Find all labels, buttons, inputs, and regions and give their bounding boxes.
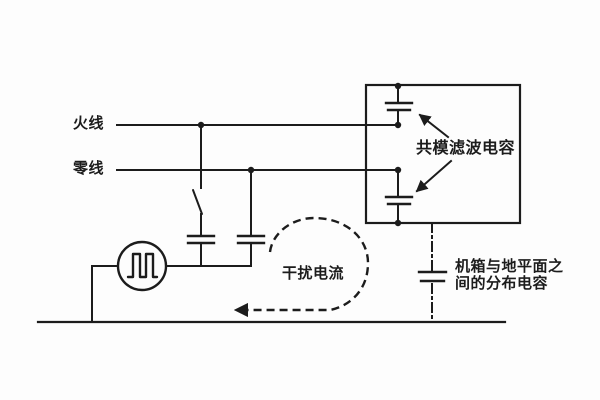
interference-current-loop-arrow [233, 216, 370, 318]
neutral-wire-label: 零线 [73, 160, 105, 177]
equipment-enclosure-box [364, 83, 522, 225]
common-mode-capacitor-top [384, 85, 414, 126]
distributed-capacitance-label-line2: 间的分布电容 [455, 275, 549, 292]
x-capacitor-2 [236, 169, 266, 267]
junction-dots [197, 82, 402, 227]
common-mode-capacitor-bottom [384, 169, 414, 224]
interference-current-label: 干扰电流 [282, 265, 345, 282]
distributed-capacitance-label: 机箱与地平面之 间的分布电容 [455, 258, 564, 292]
live-wire-label: 火线 [73, 115, 105, 132]
distributed-capacitance-label-line1: 机箱与地平面之 [455, 258, 564, 275]
distributed-capacitor [417, 270, 448, 283]
common-mode-capacitor-label: 共模滤波电容 [416, 140, 516, 157]
source-ground-wire [91, 265, 119, 322]
annotation-arrow-top [418, 113, 450, 139]
x-capacitor-1 [186, 234, 216, 267]
switch-symbol [192, 124, 203, 237]
annotation-arrow-bottom [415, 159, 453, 193]
pulse-source-icon [116, 240, 168, 292]
